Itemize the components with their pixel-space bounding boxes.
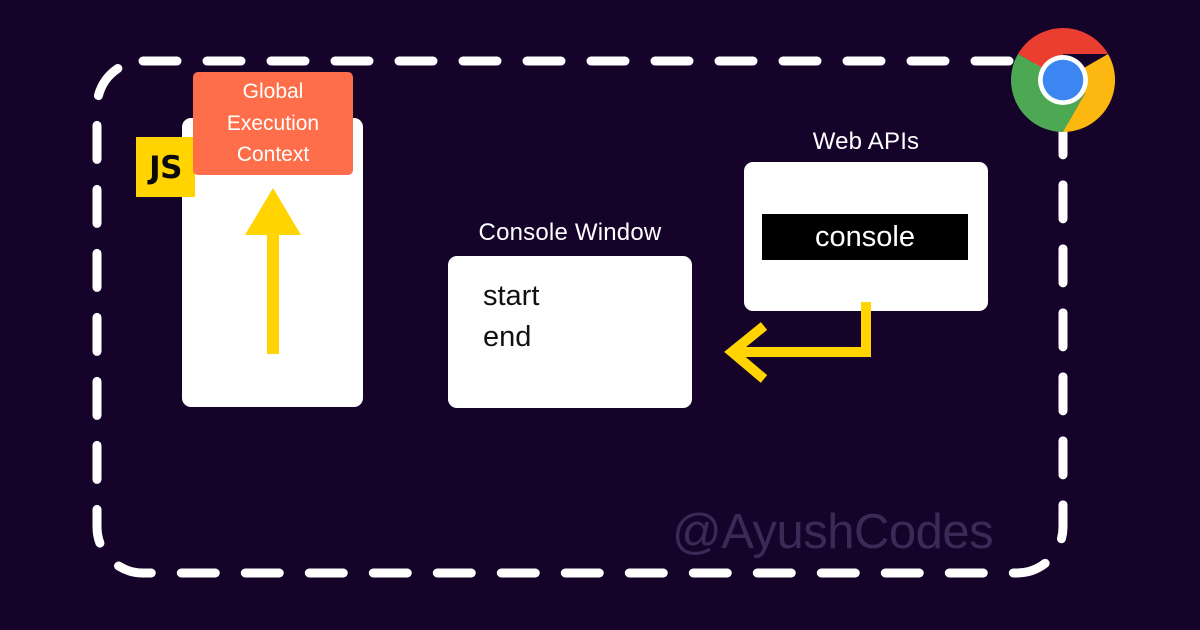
console-api-chip-label: console bbox=[815, 220, 915, 253]
console-window-title: Console Window bbox=[478, 219, 662, 246]
web-apis-to-console-arrow bbox=[724, 302, 871, 383]
chrome-logo bbox=[1011, 28, 1115, 132]
console-window-card: start end bbox=[448, 256, 692, 408]
arrow-head-up-icon bbox=[245, 188, 301, 235]
gec-line-1: Global bbox=[242, 79, 304, 103]
console-output-line: end bbox=[483, 321, 532, 354]
console-output-line: start bbox=[483, 280, 540, 312]
js-badge-label: JS bbox=[149, 149, 182, 186]
call-stack-up-arrow bbox=[245, 188, 301, 354]
arrow-shaft bbox=[267, 233, 279, 354]
watermark-handle: @AyushCodes bbox=[672, 505, 994, 559]
web-apis-title: Web APIs bbox=[812, 128, 920, 155]
gec-line-3: Context bbox=[236, 143, 310, 167]
js-logo-badge: JS bbox=[136, 137, 195, 197]
console-api-chip: console bbox=[762, 214, 968, 260]
global-execution-context-frame: Global Execution Context bbox=[193, 72, 353, 175]
gec-line-2: Execution bbox=[226, 111, 320, 135]
console-output-list: start end bbox=[483, 276, 539, 358]
